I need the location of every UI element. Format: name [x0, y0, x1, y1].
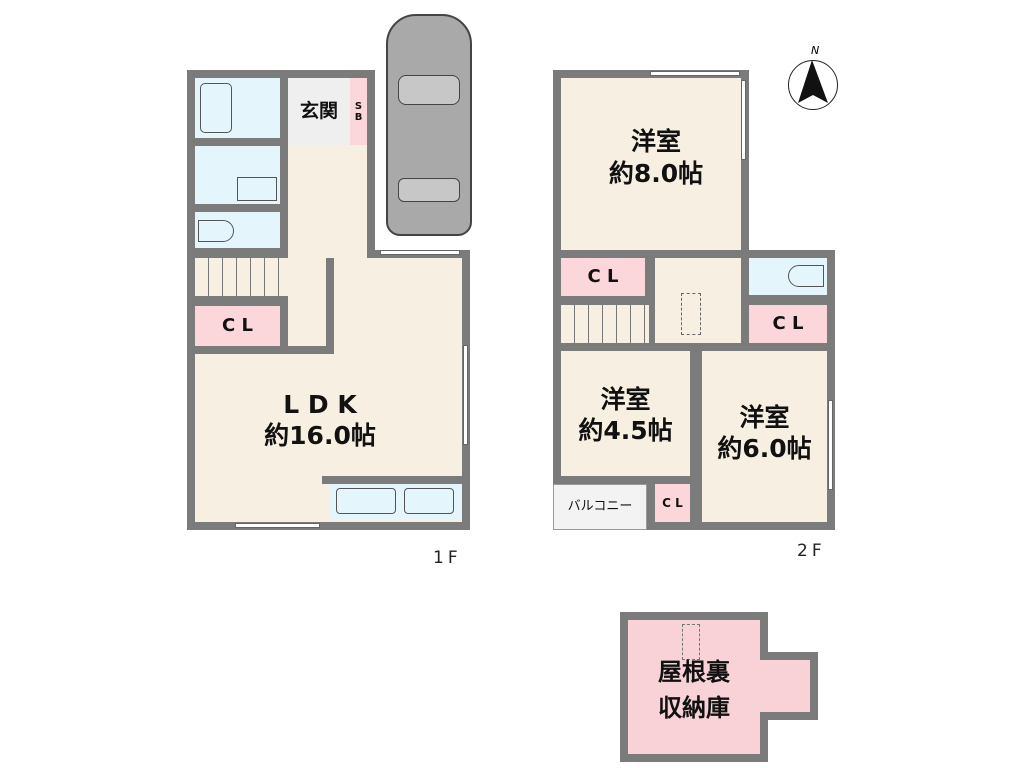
- north-arrow-icon: [798, 60, 828, 103]
- room-name: 洋室: [630, 127, 681, 157]
- attic-storage: [628, 620, 760, 754]
- western-room-4-5: [561, 351, 690, 476]
- room-name: 洋室: [739, 402, 790, 432]
- compass-icon: [788, 60, 838, 110]
- ldk-name: L D K: [283, 389, 357, 419]
- compass-label: N: [811, 44, 820, 57]
- closet-2f-3-label: C L: [662, 495, 683, 510]
- closet-2f-1: [561, 258, 645, 296]
- room-size: 約6.0帖: [717, 434, 812, 463]
- shoebox: [350, 78, 367, 145]
- entrance-label: 玄関: [299, 99, 338, 122]
- floor-1-label: 1F: [433, 548, 462, 568]
- toilet-icon: [788, 265, 824, 287]
- window: [650, 71, 740, 76]
- closet-2f-3: [655, 484, 690, 522]
- closet-1f-label: C L: [222, 314, 253, 336]
- window: [380, 250, 460, 255]
- toilet-icon: [198, 220, 234, 242]
- bathroom: [195, 78, 280, 138]
- hall-1f-lower: [288, 258, 326, 346]
- window: [741, 80, 746, 160]
- western-room-6: [702, 351, 827, 522]
- entrance: [288, 78, 350, 145]
- shoebox-label: S B: [354, 100, 363, 123]
- kitchen-counter: [330, 484, 462, 520]
- ldk-upper: [334, 258, 462, 358]
- western-room-6-label: 洋室 約6.0帖: [702, 398, 827, 468]
- window: [463, 345, 468, 445]
- window: [235, 523, 320, 528]
- attic-hatch-icon: [682, 624, 700, 660]
- floor-2-label: 2F: [797, 541, 826, 561]
- western-room-8: [561, 78, 741, 250]
- bathtub: [200, 83, 232, 133]
- balcony: [553, 484, 647, 530]
- closet-1f: [195, 306, 280, 346]
- ldk-label: L D K 約16.0帖: [230, 385, 410, 455]
- room-size: 約4.5帖: [578, 416, 673, 445]
- car-windshield: [398, 75, 460, 105]
- stove-icon: [404, 488, 454, 514]
- kitchen-wall: [322, 476, 462, 484]
- closet-2f-1-label: C L: [587, 265, 619, 287]
- stairs-2f: [561, 305, 649, 343]
- western-room-8-label: 洋室 約8.0帖: [561, 120, 751, 195]
- attic-storage-ext: [756, 660, 810, 712]
- closet-2f-2-label: C L: [772, 312, 804, 334]
- balcony-label: バルコニー: [567, 498, 633, 514]
- ldk-size: 約16.0帖: [264, 421, 376, 450]
- car-rear-window: [398, 178, 460, 202]
- closet-2f-2: [749, 305, 827, 343]
- attic-label: 屋根裏 収納庫: [658, 658, 730, 722]
- attic-hatch-icon: [681, 293, 701, 335]
- hallway-1f: [288, 145, 367, 258]
- sink-icon: [336, 488, 396, 514]
- hallway-2f: [655, 258, 741, 343]
- room-name: 洋室: [600, 384, 651, 414]
- washbasin: [237, 177, 277, 201]
- western-room-4-5-label: 洋室 約4.5帖: [561, 380, 690, 450]
- window: [828, 400, 833, 490]
- stairs-1f: [195, 258, 288, 296]
- room-size: 約8.0帖: [608, 158, 704, 188]
- car-icon: [386, 14, 472, 236]
